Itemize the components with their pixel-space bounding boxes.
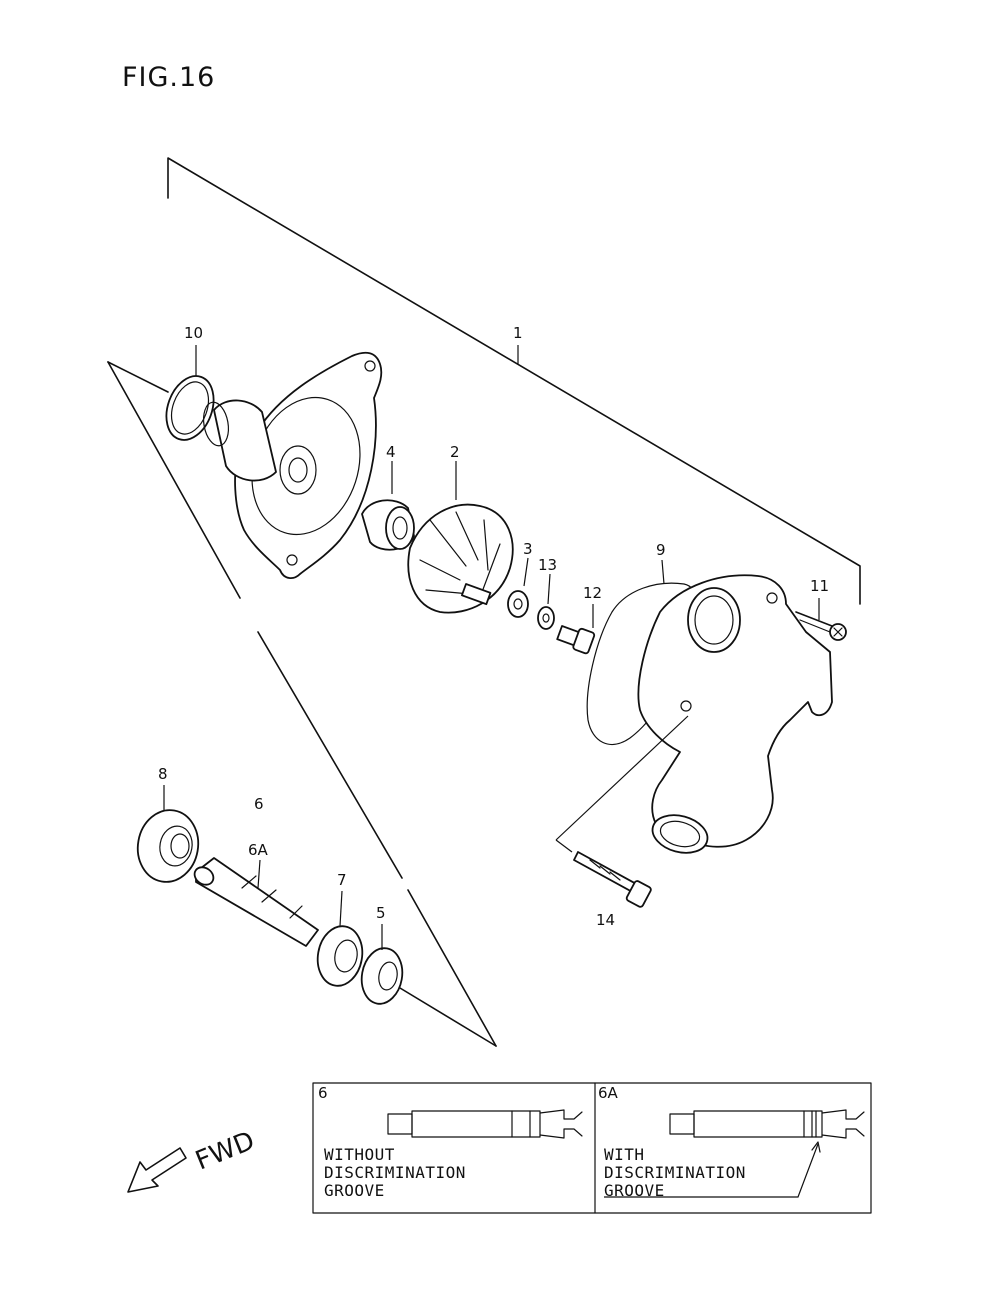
legend-right-line3: GROOVE [604, 1181, 665, 1200]
callout-6: 6 [254, 795, 264, 813]
shaft-group-bracket [107, 361, 497, 1047]
callout-11: 11 [810, 577, 829, 595]
callout-9: 9 [656, 541, 666, 559]
bearing-7-part [316, 890, 364, 987]
figure-title: FIG.16 [122, 62, 215, 93]
legend-left-line3: GROOVE [324, 1181, 385, 1200]
legend-left-line2: DISCRIMINATION [324, 1163, 466, 1182]
forward-direction-indicator: FWD [127, 1126, 259, 1193]
screw-part [795, 598, 847, 641]
callout-3: 3 [523, 540, 533, 558]
callout-8: 8 [158, 765, 168, 783]
assembly-bracket [167, 157, 861, 605]
impeller-bolt-part [556, 604, 596, 655]
forward-label: FWD [191, 1126, 259, 1177]
callout-7: 7 [337, 871, 347, 889]
shaft-with-groove-icon [604, 1109, 865, 1198]
callout-12: 12 [583, 584, 602, 602]
shaft-without-groove-icon [387, 1109, 583, 1139]
oil-seal-part [360, 924, 404, 1005]
washer-part [507, 557, 529, 618]
shaft-variant-legend: 6 WITHOUT DISCRIMINATION GROOVE 6A WITH … [312, 1082, 872, 1214]
small-washer-part [537, 573, 555, 630]
callout-1: 1 [513, 324, 523, 342]
callout-6a: 6A [248, 841, 269, 859]
legend-right-ref: 6A [598, 1084, 619, 1102]
pump-body-part [202, 351, 383, 579]
legend-right-line2: DISCRIMINATION [604, 1163, 746, 1182]
mechanical-seal-part [361, 461, 415, 551]
legend-left-line1: WITHOUT [324, 1145, 395, 1164]
callout-2: 2 [450, 443, 460, 461]
callout-4: 4 [386, 443, 396, 461]
callout-13: 13 [538, 556, 557, 574]
o-ring-part [165, 345, 215, 441]
impeller-part [407, 461, 514, 614]
forward-arrow-icon [127, 1147, 187, 1193]
callout-14: 14 [596, 911, 615, 929]
callout-5: 5 [376, 904, 386, 922]
pump-shaft-part [193, 857, 319, 947]
pump-case-part [555, 574, 833, 854]
case-bolt-part [573, 851, 652, 908]
legend-left-ref: 6 [318, 1084, 328, 1102]
callout-10: 10 [184, 324, 203, 342]
legend-right-line1: WITH [604, 1145, 645, 1164]
bearing-8-part [136, 785, 200, 883]
